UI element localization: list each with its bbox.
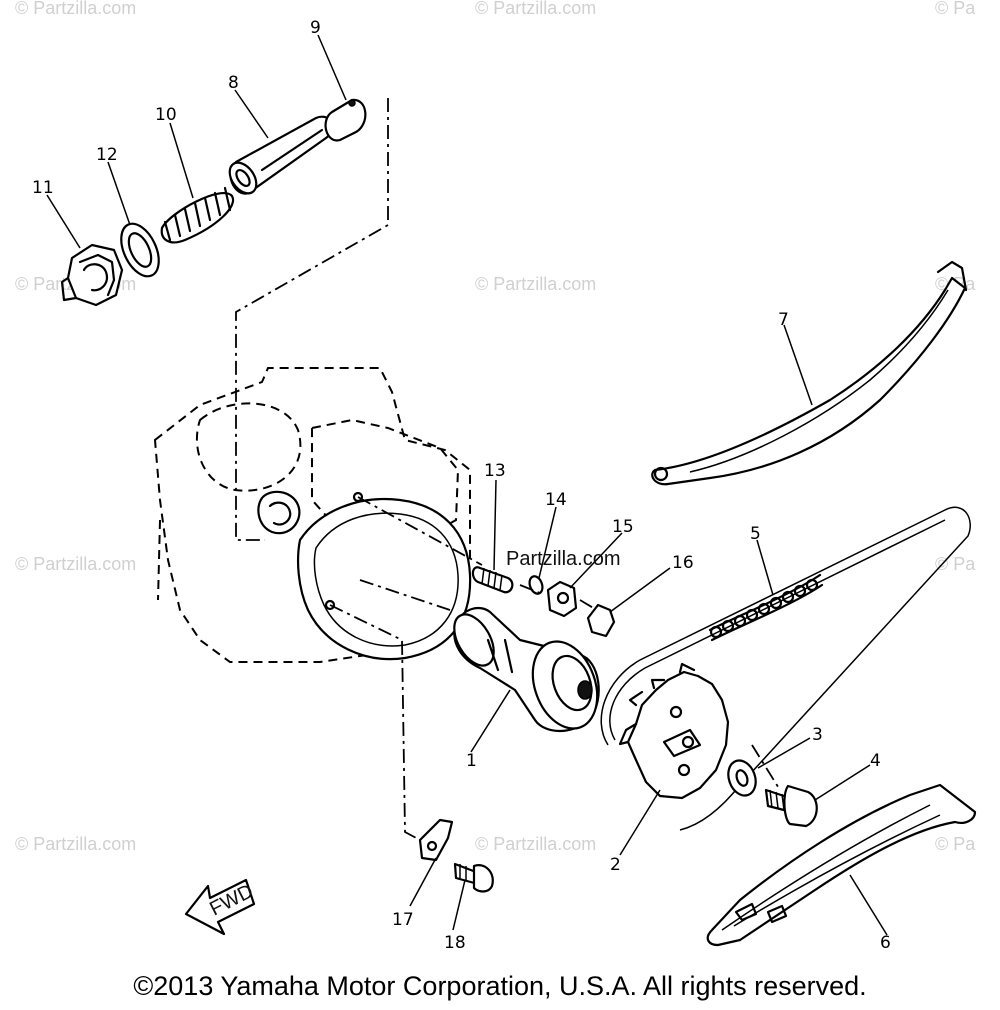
copyright-notice: ©2013 Yamaha Motor Corporation, U.S.A. A…: [133, 971, 866, 1001]
tensioner-rod: [228, 115, 334, 195]
callout-18: 18: [444, 933, 466, 953]
tensioner-spring: [160, 186, 235, 244]
cap-bolt: [60, 243, 124, 307]
tensioner-plug: [324, 98, 367, 142]
callout-15: 15: [612, 517, 634, 537]
cam-chain-loop: [600, 506, 971, 831]
callout-11: 11: [32, 178, 54, 198]
leader-lines: [46, 34, 888, 936]
camshaft: [453, 607, 600, 733]
upper-chain-guide: [651, 260, 968, 486]
watermark: © Pa: [935, 554, 976, 574]
fwd-arrow-icon: FWD: [184, 878, 257, 936]
lower-chain-guide: [706, 783, 977, 947]
cam-sprocket: [618, 662, 730, 800]
callout-2: 2: [610, 855, 621, 875]
callout-3: 3: [812, 725, 823, 745]
screw: [453, 862, 494, 893]
callout-16: 16: [672, 553, 694, 573]
center-watermark: Partzilla.com: [506, 548, 620, 570]
chain-links: [709, 578, 819, 639]
watermark: © Pa: [935, 834, 976, 854]
callout-8: 8: [228, 73, 239, 93]
callout-12: 12: [96, 145, 118, 165]
cap-nut: [586, 603, 616, 638]
callout-6: 6: [880, 933, 891, 953]
cam-chain: [708, 573, 824, 642]
callout-14: 14: [545, 490, 567, 510]
callout-7: 7: [778, 310, 789, 330]
watermark: © Partzilla.com: [475, 0, 596, 18]
callout-4: 4: [870, 751, 881, 771]
callout-labels: 1 2 3 4 5 6 7 8 9 10 11 12 13 14 15 16 1…: [32, 18, 891, 953]
watermark: © Partzilla.com: [475, 834, 596, 854]
callout-5: 5: [750, 524, 761, 544]
side-cover-plate: [296, 491, 472, 661]
sprocket-bolt: [764, 784, 818, 828]
watermark: © Partzilla.com: [15, 834, 136, 854]
callout-1: 1: [466, 751, 477, 771]
gasket: [120, 222, 160, 278]
callout-9: 9: [310, 18, 321, 38]
o-ring: [528, 575, 544, 595]
washer: [727, 759, 757, 797]
watermark: © Partzilla.com: [15, 554, 136, 574]
callout-17: 17: [392, 910, 414, 930]
callout-13: 13: [484, 461, 506, 481]
bolt-13: [471, 566, 514, 594]
nut-15: [546, 580, 578, 618]
bracket: [418, 818, 454, 862]
watermark: © Partzilla.com: [475, 274, 596, 294]
callout-10: 10: [155, 105, 177, 125]
watermark: © Pa: [935, 0, 976, 18]
watermark: © Partzilla.com: [15, 0, 136, 18]
